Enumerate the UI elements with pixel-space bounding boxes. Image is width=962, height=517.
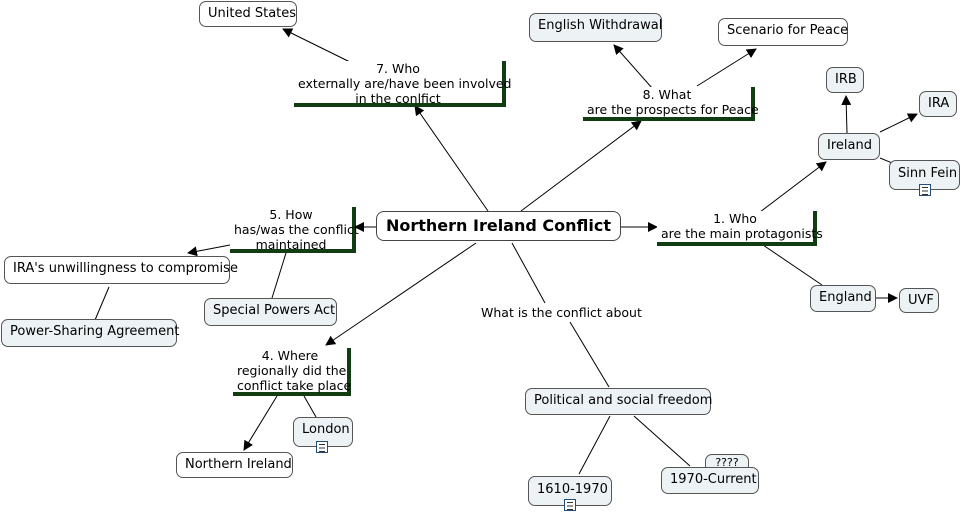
phrase-line: maintained [255, 237, 327, 252]
link-who-england [762, 244, 823, 286]
concept-ira[interactable]: IRA [919, 91, 957, 117]
link-pol-1970 [633, 415, 691, 467]
phrase-who-protagonists[interactable]: 1. Who are the main protagonists [657, 211, 823, 246]
concept-power-sharing[interactable]: Power-Sharing Agreement [1, 319, 179, 347]
concept-ira-unwillingness[interactable]: IRA's unwillingness to compromise [4, 256, 238, 284]
phrase-line: externally are/have been involved [298, 76, 512, 91]
concept-english-withdrawal[interactable]: English Withdrawal [529, 13, 662, 42]
phrase-line: are the prospects for Peace [587, 102, 759, 117]
concept-england[interactable]: England [810, 285, 876, 312]
link-maint-ira [187, 244, 231, 257]
concept-label: Sinn Fein [898, 166, 958, 181]
link-ireland-irb [841, 95, 852, 134]
phrase-who-external[interactable]: 7. Who externally are/have been involved… [294, 61, 512, 107]
link-about-political [569, 321, 610, 388]
phrase-conflict-about[interactable]: What is the conflict about [479, 305, 644, 320]
root-concept[interactable]: Northern Ireland Conflict [376, 211, 621, 241]
concept-united-states[interactable]: United States [199, 1, 297, 27]
phrase-line: conflict take place [237, 378, 352, 393]
phrase-line: in the conlfict [355, 91, 441, 106]
phrase-line: 4. Where [261, 348, 319, 363]
concept-special-powers-act[interactable]: Special Powers Act [204, 298, 337, 326]
concept-label: 1610-1970 [537, 482, 608, 497]
link-where-ni [243, 395, 278, 451]
link-root-external [414, 105, 489, 212]
concept-1610-1970[interactable]: 1610-1970 [528, 476, 612, 506]
link-ira-power [94, 286, 110, 321]
link-pol-1610 [578, 415, 611, 475]
link-ext-us [282, 28, 351, 63]
phrase-prospects-peace[interactable]: 8. What are the prospects for Peace [583, 87, 759, 121]
phrase-how-maintained[interactable]: 5. How has/was the conflict maintained [230, 207, 359, 253]
phrase-line: 8. What [642, 87, 692, 102]
link-who-ireland [759, 161, 827, 213]
phrase-line: are the main protagonists [661, 226, 823, 241]
link-root-prospects [520, 120, 642, 212]
phrase-line: 5. How [269, 207, 313, 222]
concept-uvf[interactable]: UVF [899, 288, 939, 313]
phrase-line: 1. Who [713, 211, 757, 226]
concept-scenario-for-peace[interactable]: Scenario for Peace [718, 18, 848, 46]
phrase-line: regionally did the [237, 363, 347, 378]
concept-1970-current[interactable]: 1970-Current [661, 467, 759, 494]
concept-political-social-freedom[interactable]: Political and social freedom [525, 388, 712, 415]
document-icon[interactable] [316, 441, 328, 453]
concept-irb[interactable]: IRB [826, 67, 864, 93]
concept-ireland[interactable]: Ireland [818, 133, 880, 160]
link-pros-scenario [696, 48, 757, 87]
concept-label: London [302, 422, 350, 437]
phrase-where-regionally[interactable]: 4. Where regionally did the conflict tak… [233, 348, 351, 396]
link-pros-english [613, 44, 653, 89]
link-ireland-ira [879, 113, 918, 133]
link-root-where [325, 242, 477, 346]
link-root-about [511, 242, 546, 304]
document-icon[interactable] [919, 184, 931, 196]
link-where-london [303, 395, 317, 418]
document-icon[interactable] [564, 499, 576, 511]
link-maint-special [271, 252, 287, 299]
concept-northern-ireland[interactable]: Northern Ireland [176, 452, 293, 478]
phrase-line: 7. Who [376, 61, 420, 76]
phrase-line: has/was the conflict [234, 222, 359, 237]
